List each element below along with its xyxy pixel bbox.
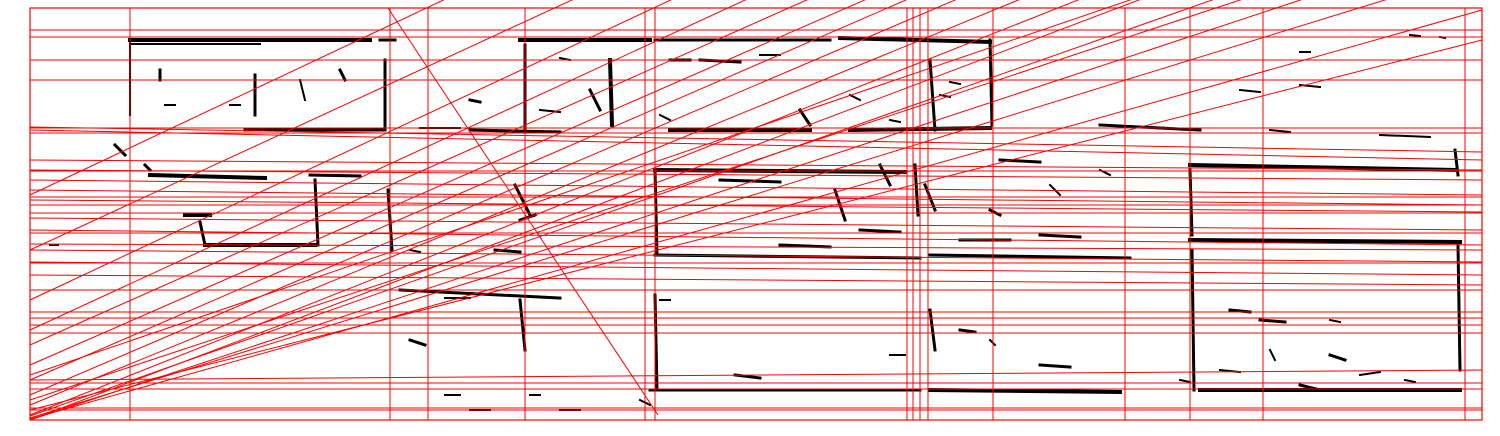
diagonal-detected-line — [29, 0, 573, 251]
diagonal-detected-line — [29, 0, 957, 396]
wall-segment — [913, 163, 920, 217]
wall-segment — [1328, 353, 1347, 362]
wall-segment — [298, 78, 307, 102]
diagonal-detected-line — [29, 0, 1141, 421]
sloped-detected-line — [29, 199, 1483, 213]
wall-segment — [493, 248, 522, 254]
steep-diagonal-detected-line — [387, 7, 659, 416]
diagonal-detected-line — [29, 0, 908, 381]
diagonal-detected-line — [29, 0, 866, 366]
wall-segment — [858, 228, 902, 234]
detected-lines-layer — [29, 0, 1483, 421]
wall-segment — [1178, 378, 1192, 384]
sloped-detected-line — [29, 243, 1483, 251]
wall-segment — [928, 253, 1132, 260]
wall-segment — [1038, 363, 1072, 369]
wall-segment — [877, 162, 893, 188]
wall-segment — [337, 67, 348, 83]
wall-segment — [1358, 370, 1382, 377]
diagonal-detected-line — [29, 0, 1080, 416]
wall-segment — [998, 158, 1042, 164]
diagonal-detected-line — [29, 0, 445, 196]
wall-segment — [1378, 133, 1432, 139]
wall-segment — [1258, 318, 1287, 324]
wall-segment — [658, 113, 672, 122]
wall-segment — [1408, 33, 1422, 38]
diagonal-detected-line — [29, 0, 1020, 406]
diagonal-detected-line — [29, 0, 672, 301]
wall-segment — [512, 182, 533, 218]
wall-segment — [147, 172, 268, 181]
wall-segment — [958, 328, 977, 334]
wall-segment — [408, 248, 422, 254]
wall-segment — [948, 80, 962, 86]
wall-segment — [142, 162, 153, 173]
wall-segment — [1048, 183, 1062, 197]
wall-segment — [848, 93, 862, 102]
wall-segment — [607, 57, 615, 128]
wall-segment — [1190, 248, 1196, 392]
wall-segment — [468, 128, 562, 134]
sloped-detected-line — [29, 126, 1483, 153]
wall-segment — [1238, 88, 1262, 94]
wall-segment — [718, 178, 782, 184]
wall-segment — [778, 243, 832, 249]
wall-segment — [408, 338, 427, 347]
diagonal-detected-line — [29, 0, 747, 331]
sloped-detected-line — [29, 217, 1483, 231]
sloped-detected-line — [29, 169, 1483, 181]
wall-segment — [797, 107, 813, 128]
diagonal-detected-line — [29, 0, 1303, 421]
sloped-detected-line — [29, 159, 1483, 171]
diagonal-detected-line — [29, 0, 1387, 419]
wall-segment — [308, 173, 362, 178]
sloped-detected-line — [29, 179, 1483, 196]
diagonal-detected-line — [29, 0, 808, 346]
diagonal-detected-line — [29, 39, 1483, 411]
wall-segment — [468, 98, 482, 104]
wall-segment — [1187, 237, 1463, 245]
sloped-detected-line — [29, 274, 1483, 286]
wall-segment — [888, 118, 902, 124]
diagonal-detected-line — [29, 0, 1132, 376]
wall-segment — [1038, 233, 1082, 239]
wall-segment — [1268, 348, 1277, 362]
wall-segment — [398, 288, 562, 300]
sloped-detected-line — [29, 249, 1483, 263]
diagonal-detected-line — [29, 0, 1242, 401]
wall-segment — [928, 308, 937, 352]
wall-segment — [1403, 378, 1417, 384]
wall-segment — [1456, 243, 1462, 372]
sloped-detected-line — [29, 369, 1483, 381]
wall-segment — [927, 387, 1123, 395]
diagonal-detected-line — [29, 9, 1483, 420]
wall-segment — [1328, 318, 1342, 324]
wall-segment — [587, 87, 603, 113]
wall-segment — [1268, 128, 1292, 134]
wall-segment — [112, 142, 128, 158]
wall-segment — [928, 58, 937, 132]
plot-frame — [29, 7, 1483, 421]
sloped-detected-line — [29, 229, 1483, 246]
wall-segment — [538, 108, 562, 114]
sloped-detected-line — [29, 189, 1483, 206]
sloped-detected-line — [29, 261, 1483, 276]
diagonal-detected-line — [29, 0, 1214, 417]
